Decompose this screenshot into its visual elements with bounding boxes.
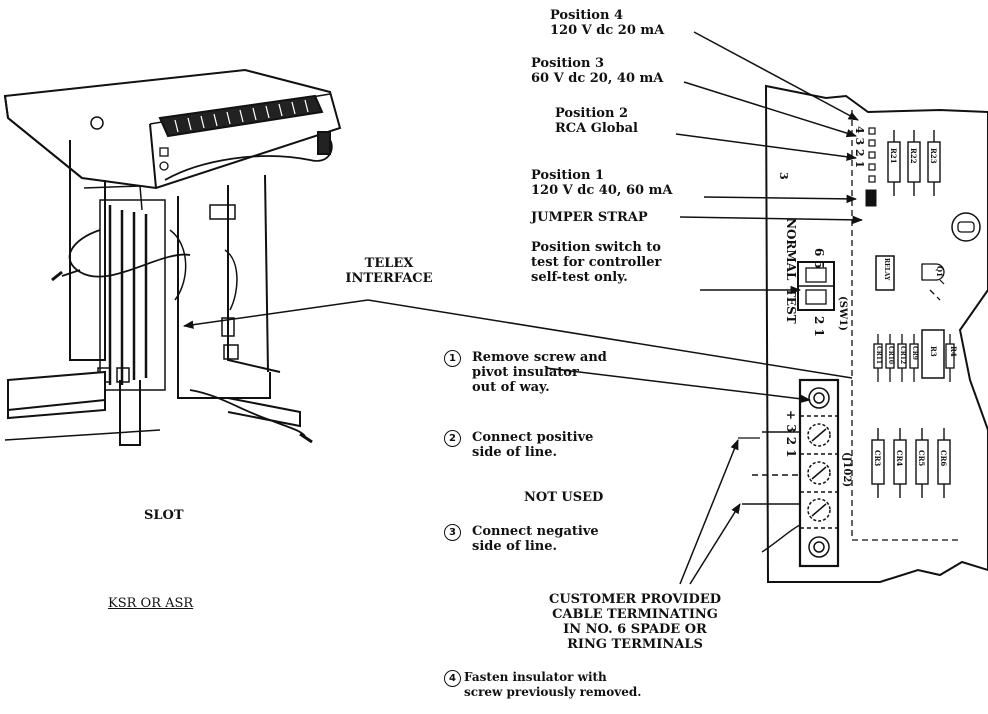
jumper-strap-label: JUMPER STRAP — [531, 210, 648, 225]
resistor-r21: R21 — [889, 148, 898, 164]
diode-cr4: CR4 — [895, 450, 904, 467]
resistor-r22: R22 — [909, 148, 918, 164]
leader-lines — [182, 31, 864, 585]
connector-j102-label: (J102) — [841, 452, 852, 488]
connector-pin-numbers: + 3 2 1 — [784, 410, 798, 458]
circuit-board-drawing — [761, 84, 988, 583]
diode-cr3: CR3 — [873, 450, 882, 467]
step-4-number: 4 — [444, 670, 461, 687]
step-1-number: 1 — [444, 350, 461, 367]
diode-cr6: CR6 — [939, 450, 948, 467]
part-cr9: CR9 — [911, 346, 918, 360]
resistor-r23: R23 — [929, 148, 938, 164]
part-cr12: CR12 — [899, 346, 906, 365]
jumper-pin-numbers: 4 3 2 1 — [853, 126, 866, 169]
switch-sw1-label: (SW1) — [837, 296, 848, 331]
not-used-label: NOT USED — [524, 490, 604, 505]
part-r4: R4 — [949, 346, 958, 357]
switch-nums-bottom: 2 1 — [812, 316, 826, 337]
switch-normal-label: NORMAL — [784, 218, 798, 281]
terminal-cabinet-drawing — [3, 68, 342, 446]
part-cr10: CR10 — [887, 346, 894, 365]
part-cr11: CR11 — [875, 346, 882, 365]
terminal-type-caption: KSR OR ASR — [108, 596, 194, 611]
relay-label: RELAY — [883, 258, 890, 281]
switch-nums-top: 6 5 — [812, 248, 826, 269]
step-2-number: 2 — [444, 430, 461, 447]
switch-test-label: TEST — [784, 288, 798, 324]
part-r3: R3 — [929, 346, 938, 357]
board-corner-mark: 3 — [777, 172, 790, 180]
diode-label: Q1 — [935, 266, 944, 277]
step-3-number: 3 — [444, 524, 461, 541]
diode-cr5: CR5 — [917, 450, 926, 467]
slot-label: SLOT — [144, 508, 184, 523]
